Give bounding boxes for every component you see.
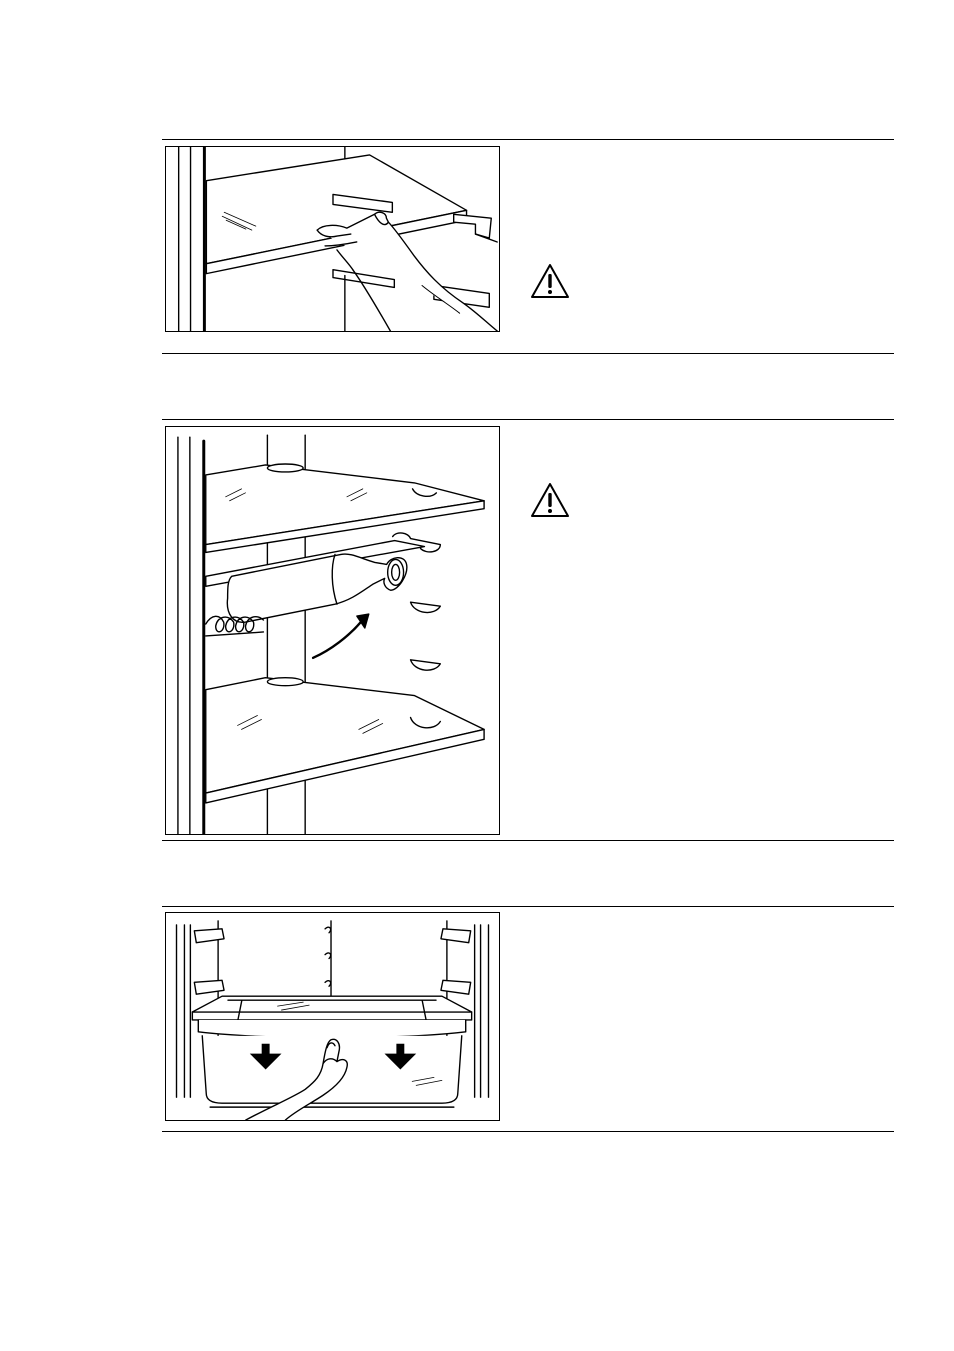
section-rule-bottom-3 (162, 1131, 894, 1132)
warning-triangle-icon-2 (530, 482, 570, 518)
section-rule-top-2 (162, 419, 894, 420)
section-rule-top-3 (162, 906, 894, 907)
bottle-rack-illustration (165, 426, 500, 835)
section-rule-bottom-2 (162, 840, 894, 841)
section-rule-top-1 (162, 139, 894, 140)
warning-triangle-icon-1 (530, 263, 570, 299)
section-rule-bottom-1 (162, 353, 894, 354)
drawer-removal-illustration (165, 912, 500, 1121)
shelf-adjust-illustration (165, 146, 500, 332)
